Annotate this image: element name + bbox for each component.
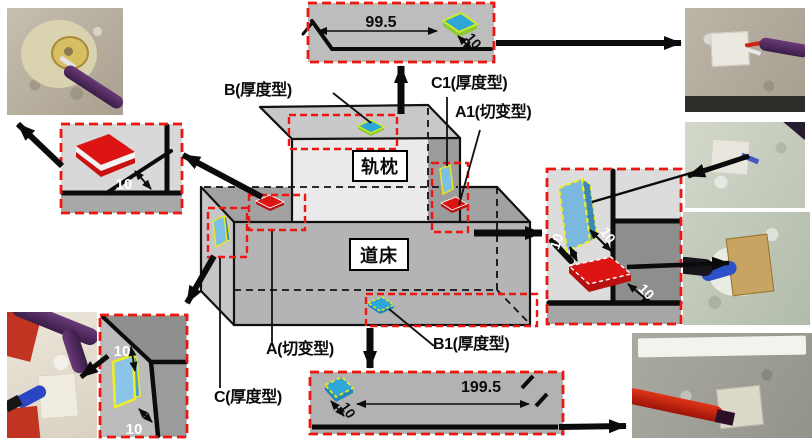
label-sensor-b1: B1(厚度型) [433, 336, 510, 353]
sensor-b1-patch [366, 296, 396, 314]
b1-patch-side [325, 385, 353, 402]
red-cable [632, 386, 725, 424]
photo-surface-sensor-mid-right [685, 122, 805, 208]
b-patch-side [443, 21, 477, 37]
inset-right-c1-a1-detail: 10 10 10 [545, 167, 683, 326]
white-strip [637, 335, 807, 358]
dim-arrow-10 [128, 346, 138, 372]
inset-top-b-detail: 99.5 10 [301, 1, 496, 64]
dim-arrow-10 [134, 170, 152, 190]
inset-bottom-left-c-detail: 10 10 [98, 313, 189, 439]
c1-patch-front [557, 177, 592, 253]
arrow-bottom-inset-to-photo [558, 419, 627, 434]
c-patch-front [111, 353, 137, 409]
dim-text-bottom-offset: 10 [337, 399, 359, 421]
arrow-a-to-left-inset [181, 152, 264, 200]
red-surface-bottom [7, 405, 41, 438]
photo-connector-sensor-right [683, 212, 810, 325]
a1-patch-side [569, 266, 631, 292]
sensor-c-patch [212, 214, 231, 249]
dim-text-bottom-length: 199.5 [461, 379, 501, 396]
photo-embedded-sensor-top-left [7, 8, 123, 115]
photo-surface-sensor-top-right [685, 8, 805, 112]
c1-patch-side [581, 177, 598, 242]
label-sensor-c: C(厚度型) [214, 389, 282, 406]
label-ballast: 道床 [349, 238, 409, 271]
sensor-b-patch [356, 119, 386, 136]
dim-text-r2: 10 [546, 231, 566, 251]
sensor-a-patch [255, 194, 285, 211]
highlight-boxes [206, 113, 539, 328]
break-mark [534, 392, 549, 408]
dim-arrow-10 [569, 246, 578, 262]
dim-arrow-10 [589, 229, 612, 252]
dim-arrow-10 [138, 408, 153, 423]
dim-text-r1: 10 [597, 224, 619, 246]
label-sensor-b: B(厚度型) [224, 82, 292, 99]
a-patch-top [76, 134, 135, 165]
c-patch-side [130, 353, 141, 400]
dim-text-r3: 10 [635, 280, 657, 302]
dim-text-left-offset: 10 [116, 176, 133, 193]
sensor-a1-patch [440, 196, 468, 213]
dim-text-c-top: 10 [114, 343, 131, 360]
dim-arrow-10 [627, 283, 652, 304]
dim-text-top-offset: 10 [463, 30, 485, 52]
dark-cable [768, 122, 805, 144]
hidden-edges [204, 108, 529, 323]
label-sensor-c1: C1(厚度型) [431, 75, 508, 92]
arrow-c-to-bottom-left-inset [184, 254, 217, 305]
photo-blue-connector-sensor-bottom-left [7, 312, 97, 438]
dim-arrow-10 [457, 35, 473, 51]
label-sensor-a: A(切变型) [266, 341, 334, 358]
dim-text-c-bottom: 10 [126, 421, 143, 438]
dim-arrow-10 [330, 400, 345, 417]
cable-tip [714, 409, 736, 426]
inset-bottom-b1-detail: 199.5 10 [308, 370, 565, 436]
purple-cable [758, 36, 805, 59]
shadow-band [685, 96, 805, 112]
sensor-terminal [64, 47, 73, 56]
sensor-c1-patch [439, 163, 454, 196]
break-mark [520, 374, 535, 390]
b1-patch-top [323, 375, 355, 399]
inset-left-a-detail: 10 [59, 122, 184, 215]
label-sensor-a1: A1(切变型) [455, 104, 532, 121]
black-cable [683, 256, 714, 277]
a1-patch-top [567, 256, 633, 285]
arrow-left-inset-to-photo [15, 121, 65, 169]
dim-text-top-length: 99.5 [365, 14, 396, 31]
photo-red-cable-sensor-bottom-right [632, 333, 812, 438]
box-edges [199, 103, 532, 327]
b-patch-top [440, 11, 480, 34]
label-sleeper: 轨枕 [352, 150, 408, 182]
